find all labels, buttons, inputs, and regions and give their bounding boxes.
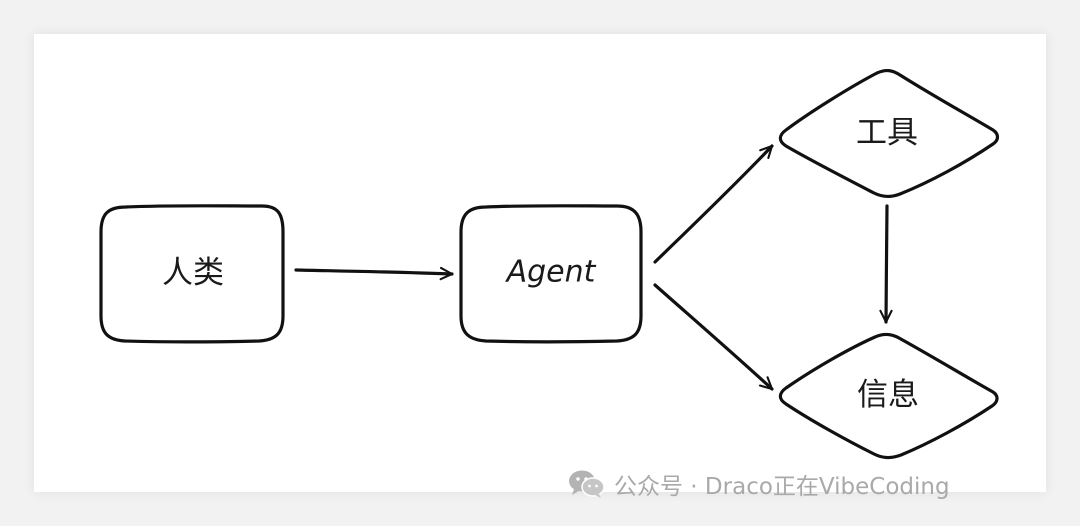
watermark: 公众号 · Draco正在VibeCoding	[568, 466, 950, 502]
node-agent: Agent	[459, 204, 643, 344]
edge-agent-tools	[653, 144, 774, 264]
node-agent-box	[459, 204, 643, 344]
diagram-canvas	[34, 34, 1046, 492]
node-human-label: 人类	[162, 255, 224, 291]
node-tools-label: 工具	[856, 115, 918, 151]
node-tools: 工具	[778, 68, 1000, 199]
edge-tools-info	[879, 204, 893, 324]
edge-agent-info	[653, 283, 774, 391]
watermark-text: 公众号 · Draco正在VibeCoding	[614, 474, 950, 500]
node-info-label: 信息	[857, 377, 919, 413]
node-human-box	[99, 204, 285, 344]
wechat-icon	[568, 469, 606, 499]
node-tools-diamond	[778, 68, 1000, 199]
edge-human-agent	[294, 266, 454, 281]
node-agent-label: Agent	[505, 255, 597, 290]
node-info: 信息	[778, 332, 999, 460]
node-human: 人类	[99, 204, 285, 344]
node-info-diamond	[778, 332, 999, 460]
